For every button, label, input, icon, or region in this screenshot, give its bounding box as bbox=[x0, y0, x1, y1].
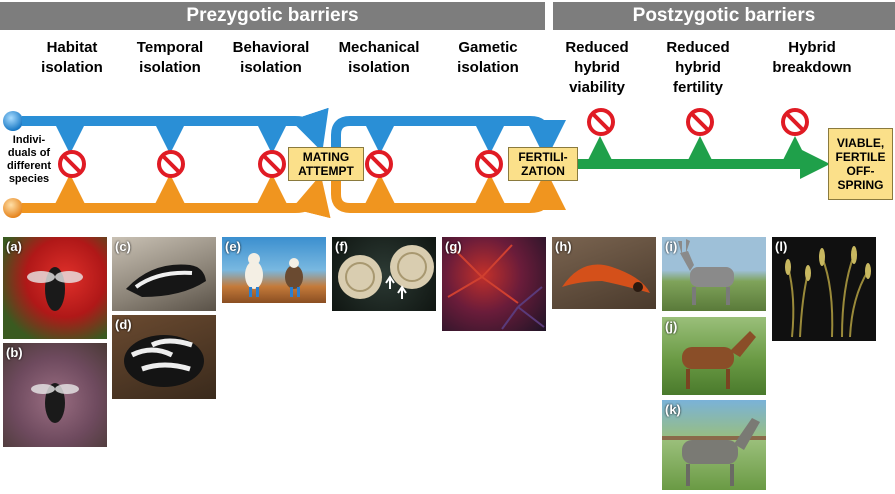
header-mechanical-isolation: Mechanical isolation bbox=[338, 39, 420, 76]
viable-fertile-offspring-box: VIABLE, FERTILE OFF- SPRING bbox=[828, 128, 893, 200]
photo-j: (j) bbox=[662, 317, 766, 395]
blue-second-path bbox=[331, 116, 566, 164]
blue-branch-behavioral bbox=[256, 117, 288, 154]
prezygotic-banner: Prezygotic barriers bbox=[0, 2, 545, 30]
photo-d: (d) bbox=[112, 315, 216, 399]
photo-label-b: (b) bbox=[6, 345, 23, 360]
orange-branch-behavioral bbox=[256, 174, 288, 212]
photo-f: (f) bbox=[332, 237, 436, 311]
postzygotic-banner: Postzygotic barriers bbox=[553, 2, 895, 30]
photo-c: (c) bbox=[112, 237, 216, 311]
header-reduced-hybrid-viability: Reduced hybrid viability bbox=[565, 39, 629, 96]
stop-icon-behavioral bbox=[258, 150, 286, 178]
photo-label-l: (l) bbox=[775, 239, 788, 254]
green-branch-breakdown bbox=[783, 136, 807, 168]
blue-main-path bbox=[22, 107, 329, 152]
photo-h: (h) bbox=[552, 237, 656, 309]
stop-icon-mechanical bbox=[365, 150, 393, 178]
blue-branch-mechanical bbox=[364, 117, 396, 154]
mule-icon bbox=[662, 418, 766, 486]
stop-icon-fertility bbox=[686, 108, 714, 136]
stop-icon-gametic bbox=[475, 150, 503, 178]
header-behavioral-isolation: Behavioral isolation bbox=[232, 39, 310, 76]
snail-icon bbox=[338, 245, 434, 299]
photo-e: (e) bbox=[222, 237, 326, 303]
skunk-icon bbox=[124, 335, 204, 387]
photo-label-d: (d) bbox=[115, 317, 132, 332]
photo-g: (g) bbox=[442, 237, 546, 331]
horse-icon bbox=[682, 331, 756, 389]
orange-branch-habitat bbox=[54, 174, 86, 212]
fertilization-box: FERTILI- ZATION bbox=[508, 147, 578, 181]
orange-branch-mechanical bbox=[364, 174, 396, 212]
green-branch-viability bbox=[588, 136, 612, 168]
stop-icon-temporal bbox=[157, 150, 185, 178]
photo-b: (b) bbox=[3, 343, 107, 447]
header-habitat-isolation: Habitat isolation bbox=[41, 39, 103, 76]
booby-bird-icon bbox=[245, 253, 303, 297]
stop-icon-viability bbox=[587, 108, 615, 136]
stop-icon-breakdown bbox=[781, 108, 809, 136]
photo-a: (a) bbox=[3, 237, 107, 339]
header-gametic-isolation: Gametic isolation bbox=[457, 39, 519, 76]
green-branch-fertility bbox=[688, 136, 712, 168]
photo-label-e: (e) bbox=[225, 239, 241, 254]
orange-second-path bbox=[331, 164, 566, 213]
blue-branch-habitat bbox=[54, 117, 86, 154]
individuals-label: Indivi- duals of different species bbox=[7, 134, 51, 185]
photo-label-h: (h) bbox=[555, 239, 572, 254]
photo-label-j: (j) bbox=[665, 319, 678, 334]
photo-l: (l) bbox=[772, 237, 876, 341]
donkey-icon bbox=[678, 239, 734, 305]
photo-k: (k) bbox=[662, 400, 766, 490]
photo-label-a: (a) bbox=[6, 239, 22, 254]
photo-label-c: (c) bbox=[115, 239, 131, 254]
header-hybrid-breakdown: Hybrid breakdown bbox=[772, 39, 852, 76]
photo-label-k: (k) bbox=[665, 402, 681, 417]
stop-icon-habitat bbox=[58, 150, 86, 178]
fly-icon bbox=[27, 267, 83, 311]
header-reduced-hybrid-fertility: Reduced hybrid fertility bbox=[666, 39, 730, 96]
photo-label-f: (f) bbox=[335, 239, 348, 254]
mating-attempt-box: MATING ATTEMPT bbox=[288, 147, 364, 181]
sea-urchin-icon bbox=[447, 244, 545, 330]
fly-icon bbox=[31, 383, 79, 423]
orange-main-path bbox=[22, 174, 331, 219]
photo-label-g: (g) bbox=[445, 239, 462, 254]
photo-label-i: (i) bbox=[665, 239, 678, 254]
species-b-circle bbox=[3, 198, 23, 218]
blue-branch-gametic bbox=[474, 117, 506, 154]
orange-branch-gametic bbox=[474, 174, 506, 212]
salamander-icon bbox=[562, 264, 650, 293]
skunk-icon bbox=[126, 264, 206, 297]
orange-branch-temporal bbox=[154, 174, 186, 212]
photo-i: (i) bbox=[662, 237, 766, 311]
species-a-circle bbox=[3, 111, 23, 131]
rice-plant-icon bbox=[785, 246, 871, 338]
blue-branch-temporal bbox=[154, 117, 186, 154]
header-temporal-isolation: Temporal isolation bbox=[136, 39, 204, 76]
